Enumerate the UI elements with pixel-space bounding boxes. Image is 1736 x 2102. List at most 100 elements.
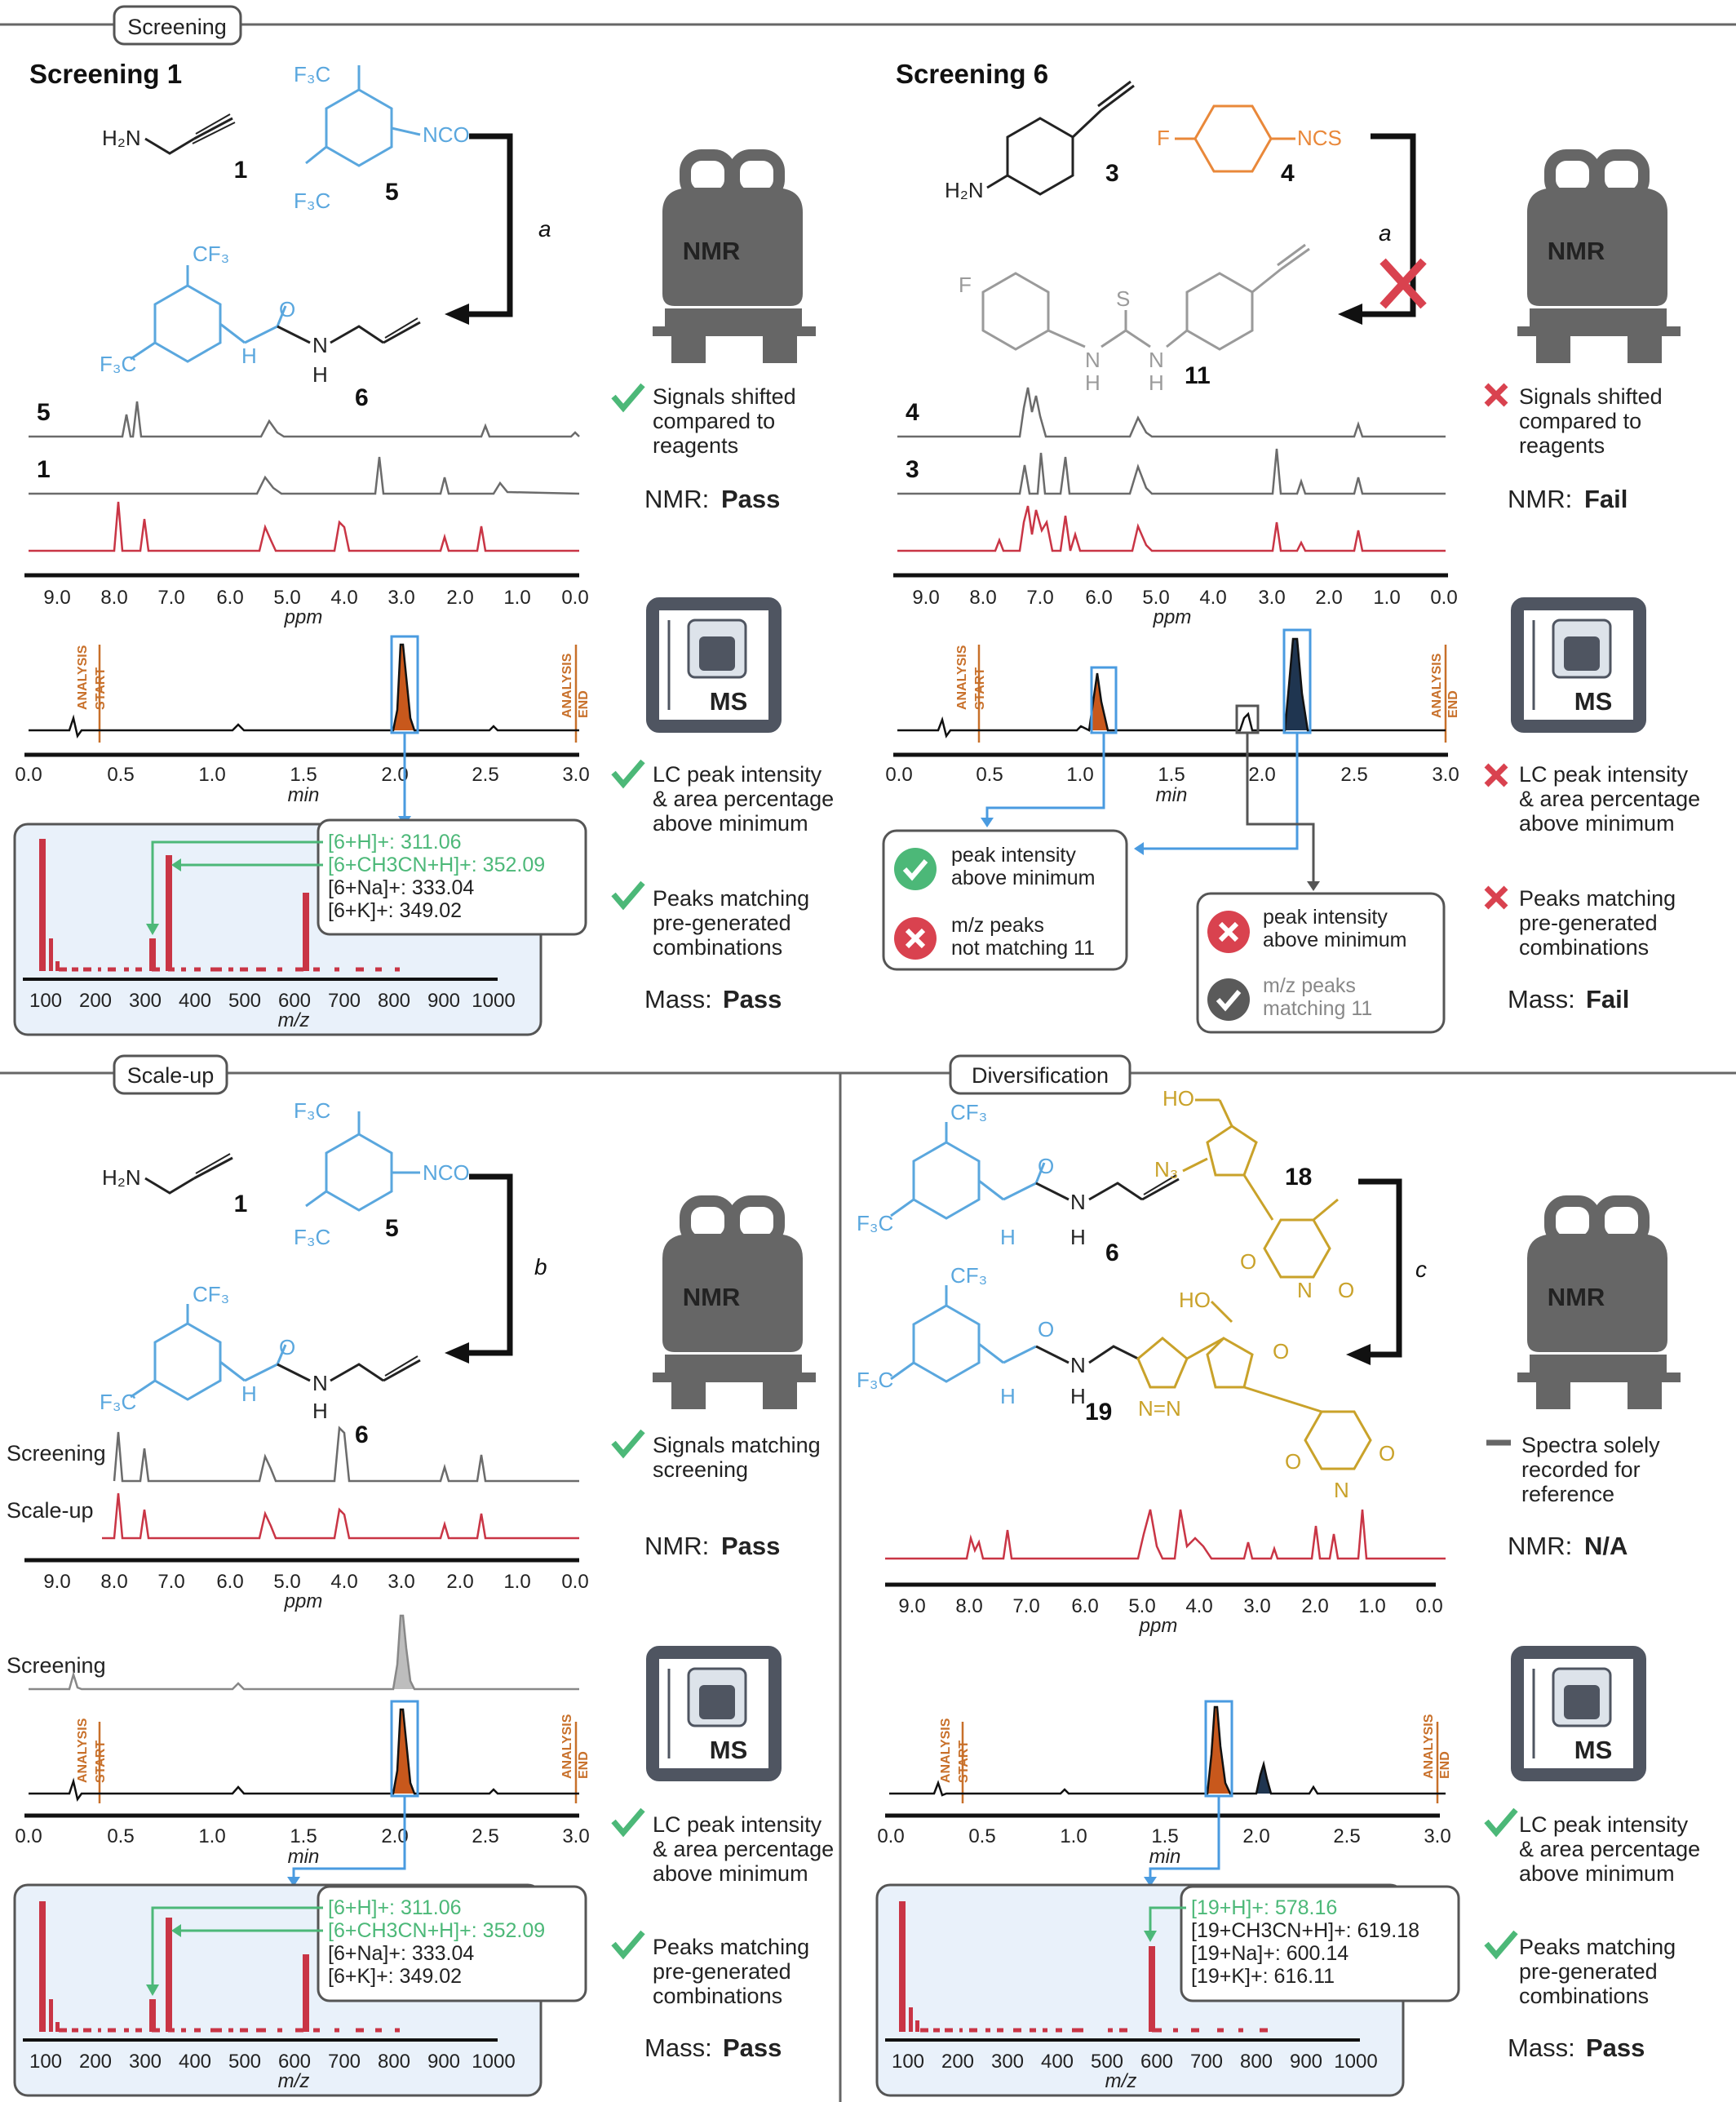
svg-text:a: a [1379, 220, 1392, 246]
svg-text:8.0: 8.0 [969, 587, 996, 609]
svg-text:N: N [312, 1371, 328, 1395]
check-icon [611, 759, 645, 789]
svg-text:4.0: 4.0 [1185, 1595, 1212, 1617]
reagent-6-structure: CF₃ F₃C H O N H 6 [857, 1100, 1180, 1266]
section-tag-diversification: Diversification [949, 1054, 1132, 1095]
callout-lc-peak-orange: peak intensity above minimum m/z peaks n… [882, 829, 1128, 971]
svg-text:N: N [312, 333, 328, 357]
svg-text:600: 600 [278, 2051, 311, 2073]
nmr-trace-label: 1 [37, 456, 51, 483]
svg-text:2.5: 2.5 [1340, 764, 1367, 786]
svg-text:0.0: 0.0 [877, 1825, 904, 1847]
nmr-trace-label: Screening [7, 1441, 106, 1466]
svg-text:START: START [94, 1741, 108, 1783]
panel-screening-1: Screening 1 H₂N 1 F₃C F₃C NCO 5 a [13, 59, 834, 1036]
svg-text:1.5: 1.5 [290, 764, 317, 786]
svg-text:ppm: ppm [284, 1590, 323, 1612]
svg-text:0.0: 0.0 [1415, 1595, 1442, 1617]
svg-text:min: min [288, 1846, 320, 1868]
svg-text:2.0: 2.0 [446, 1571, 473, 1593]
nmr-magnet-icon: NMR [653, 1195, 816, 1409]
reagent-1-structure: H₂N 1 [102, 113, 248, 184]
svg-text:5.0: 5.0 [273, 1571, 300, 1593]
svg-text:Screening: Screening [127, 15, 227, 39]
svg-text:2.0: 2.0 [1315, 587, 1342, 609]
check-icon [1484, 1807, 1518, 1838]
svg-text:6.0: 6.0 [216, 1571, 243, 1593]
svg-text:100: 100 [892, 2051, 924, 2073]
nmr-trace [29, 456, 580, 495]
nmr-result: Fail [1584, 485, 1628, 513]
svg-text:HO: HO [1162, 1086, 1194, 1111]
ion-label: [19+H]+: 578.16 [1191, 1896, 1337, 1919]
lc-chromatogram: ANALYSIS START ANALYSIS END 0.0 0.5 1.0 … [15, 1700, 591, 1868]
svg-text:0.0: 0.0 [885, 764, 912, 786]
mass-result: Pass [723, 2033, 782, 2062]
svg-text:NMR: NMR [683, 237, 741, 265]
svg-text:2.0: 2.0 [1248, 764, 1275, 786]
svg-text:above minimum: above minimum [951, 867, 1095, 889]
svg-text:START: START [957, 1741, 971, 1783]
svg-text:not matching 11: not matching 11 [951, 937, 1095, 960]
svg-text:CF₃: CF₃ [950, 1100, 987, 1124]
ion-label: [19+Na]+: 600.14 [1191, 1942, 1348, 1965]
svg-text:peak intensity: peak intensity [951, 844, 1076, 867]
svg-text:4: 4 [1281, 160, 1295, 187]
svg-text:START: START [94, 667, 108, 710]
svg-text:H: H [1000, 1384, 1016, 1408]
svg-text:1000: 1000 [1334, 2051, 1377, 2073]
svg-text:200: 200 [941, 2051, 974, 2073]
reaction-arrow-a: a [445, 133, 551, 325]
svg-text:4.0: 4.0 [330, 587, 357, 609]
svg-text:700: 700 [1190, 2051, 1223, 2073]
nmr-magnet-icon: NMR [1517, 1195, 1681, 1409]
svg-text:900: 900 [427, 2051, 460, 2073]
svg-text:N: N [1070, 1353, 1086, 1377]
svg-text:1000: 1000 [472, 990, 515, 1012]
svg-text:ppm: ppm [1139, 1615, 1178, 1637]
x-icon [1484, 885, 1508, 910]
svg-text:NMR: NMR [1548, 237, 1605, 265]
svg-text:5.0: 5.0 [1128, 1595, 1155, 1617]
svg-text:3.0: 3.0 [1432, 764, 1459, 786]
reagent-1-structure: H₂N 1 [102, 1153, 247, 1217]
svg-text:F₃C: F₃C [294, 62, 330, 86]
nmr-trace [29, 501, 579, 552]
svg-text:m/z peaks: m/z peaks [951, 914, 1044, 937]
ppm-axis: 9.0 8.0 7.0 6.0 5.0 4.0 3.0 2.0 1.0 0.0 … [885, 1582, 1443, 1637]
lc-trace-label: Screening [7, 1653, 106, 1678]
check-icon [611, 383, 645, 413]
check-icon [611, 1429, 645, 1459]
svg-text:min: min [1156, 784, 1188, 806]
svg-text:above minimum: above minimum [1263, 929, 1406, 951]
nmr-result-label: NMR: [1508, 1532, 1572, 1560]
x-icon [1484, 383, 1508, 407]
svg-text:ANALYSIS: ANALYSIS [560, 1714, 574, 1779]
svg-text:2.0: 2.0 [1301, 1595, 1328, 1617]
product-11-structure: F N H S N H 11 [959, 243, 1310, 395]
nmr-magnet-icon: NMR [653, 149, 816, 363]
svg-text:600: 600 [1140, 2051, 1173, 2073]
mass-result: Pass [1586, 2033, 1645, 2062]
svg-text:H₂N: H₂N [945, 178, 984, 202]
svg-text:3: 3 [1105, 160, 1119, 187]
svg-text:1: 1 [234, 157, 248, 184]
svg-text:6: 6 [355, 384, 369, 411]
svg-text:3.0: 3.0 [388, 1571, 414, 1593]
lc-chromatogram: ANALYSIS START ANALYSIS END 0.0 0.5 1.0 … [877, 1700, 1452, 1868]
svg-text:F: F [959, 273, 972, 297]
svg-text:a: a [538, 216, 551, 242]
svg-text:3.0: 3.0 [562, 764, 589, 786]
svg-text:700: 700 [328, 990, 361, 1012]
svg-text:300: 300 [129, 990, 162, 1012]
check-icon [1484, 1930, 1518, 1960]
svg-text:18: 18 [1285, 1164, 1312, 1191]
panel-title: Screening 1 [29, 59, 182, 89]
svg-text:1.5: 1.5 [1151, 1825, 1178, 1847]
reagent-4-structure: F NCS 4 [1157, 104, 1342, 187]
lc-chromatogram-reference [29, 1614, 579, 1691]
